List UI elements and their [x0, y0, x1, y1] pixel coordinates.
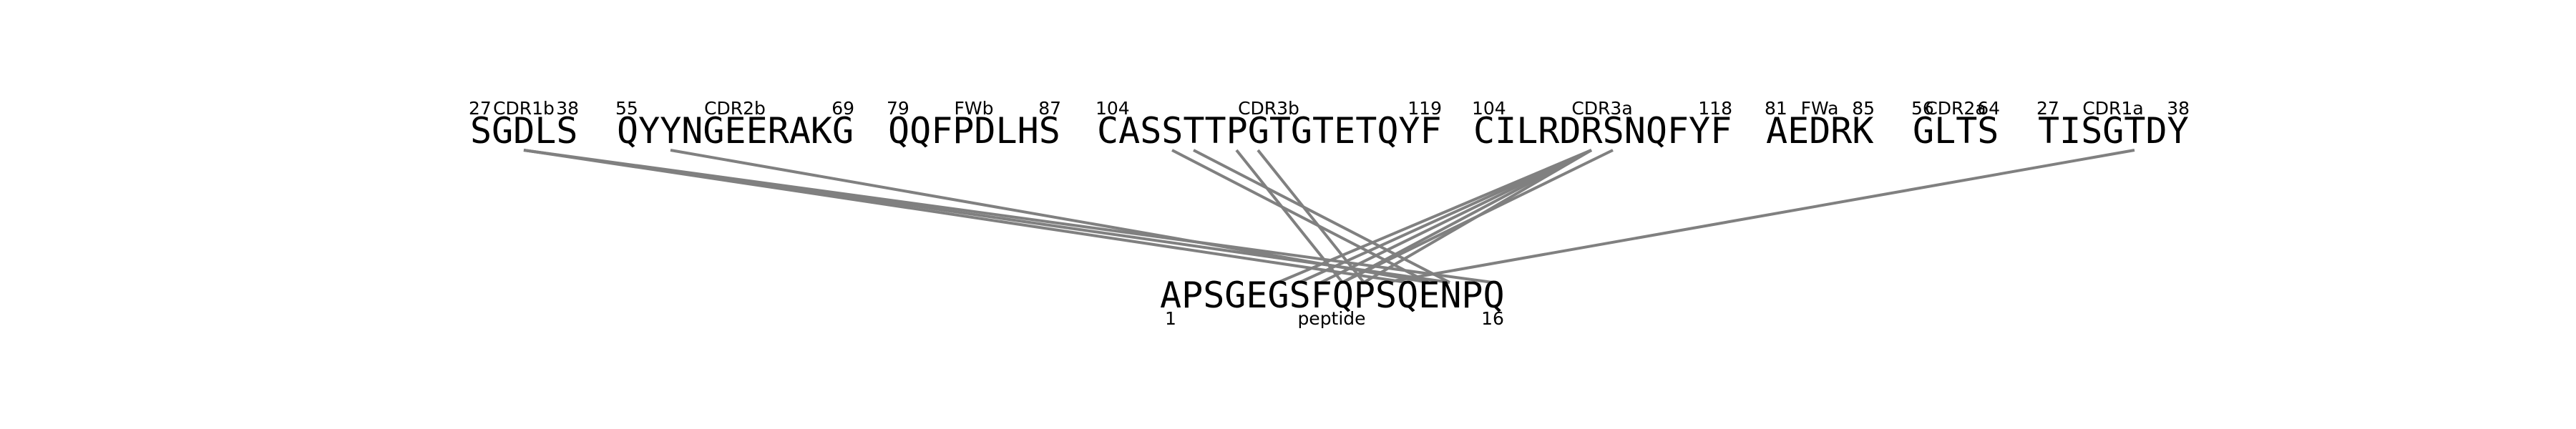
segment-start-index: 104	[1472, 98, 1506, 119]
segment-name: FWb	[955, 98, 994, 119]
segment-sequence: AEDRK	[1766, 110, 1874, 152]
segment-end-index: 64	[1977, 98, 2000, 119]
segment-name: CDR3b	[1238, 98, 1299, 119]
segment-end-index: 118	[1698, 98, 1732, 119]
peptide-start-index: 1	[1165, 308, 1176, 329]
segment-sequence: CASSTTPGTGTETQYF	[1097, 110, 1442, 152]
contact-line	[1193, 149, 1450, 284]
segment-start-index: 81	[1765, 98, 1787, 119]
segment-start-index: 56	[1911, 98, 1934, 119]
segment-start-index: 104	[1096, 98, 1130, 119]
contact-line	[1320, 149, 1592, 284]
segment-end-index: 87	[1038, 98, 1061, 119]
contact-line	[1277, 149, 1592, 284]
segment-start-index: 79	[887, 98, 909, 119]
peptide-name: peptide	[1297, 308, 1365, 329]
segment-sequence: GLTS	[1913, 110, 1999, 152]
segment-end-index: 85	[1852, 98, 1875, 119]
segment-name: CDR2a	[1925, 98, 1986, 119]
peptide-end-index: 16	[1481, 308, 1504, 329]
segment-sequence: QQFPDLHS	[888, 110, 1060, 152]
segment-sequence: SGDLS	[470, 110, 578, 152]
contact-line	[1235, 149, 1344, 284]
segment-end-index: 119	[1407, 98, 1442, 119]
contact-line	[670, 149, 1429, 284]
segment-end-index: 38	[2167, 98, 2190, 119]
segment-start-index: 27	[2036, 98, 2059, 119]
segment-sequence: QYYNGEERAKG	[617, 110, 854, 152]
peptide-sequence: APSGEGSFQPSQENPQ	[1160, 275, 1505, 316]
segment-end-index: 38	[556, 98, 579, 119]
contact-line	[1342, 149, 1614, 284]
contact-line	[1385, 149, 2135, 284]
segment-start-index: 55	[615, 98, 638, 119]
segment-name: CDR1b	[493, 98, 555, 119]
segment-end-index: 69	[831, 98, 854, 119]
contact-line	[1342, 149, 1592, 284]
contact-line	[1299, 149, 1592, 284]
segment-name: CDR2b	[704, 98, 766, 119]
segment-sequence: TISGTDY	[2038, 110, 2189, 152]
contact-line	[1171, 149, 1429, 284]
contact-lines	[523, 149, 2135, 284]
segment-name: FWa	[1801, 98, 1839, 119]
segment-sequence: CILRDRSNQFYF	[1473, 110, 1732, 152]
segment-name: CDR1a	[2082, 98, 2143, 119]
segment-name: CDR3a	[1571, 98, 1632, 119]
segment-start-index: 27	[469, 98, 492, 119]
